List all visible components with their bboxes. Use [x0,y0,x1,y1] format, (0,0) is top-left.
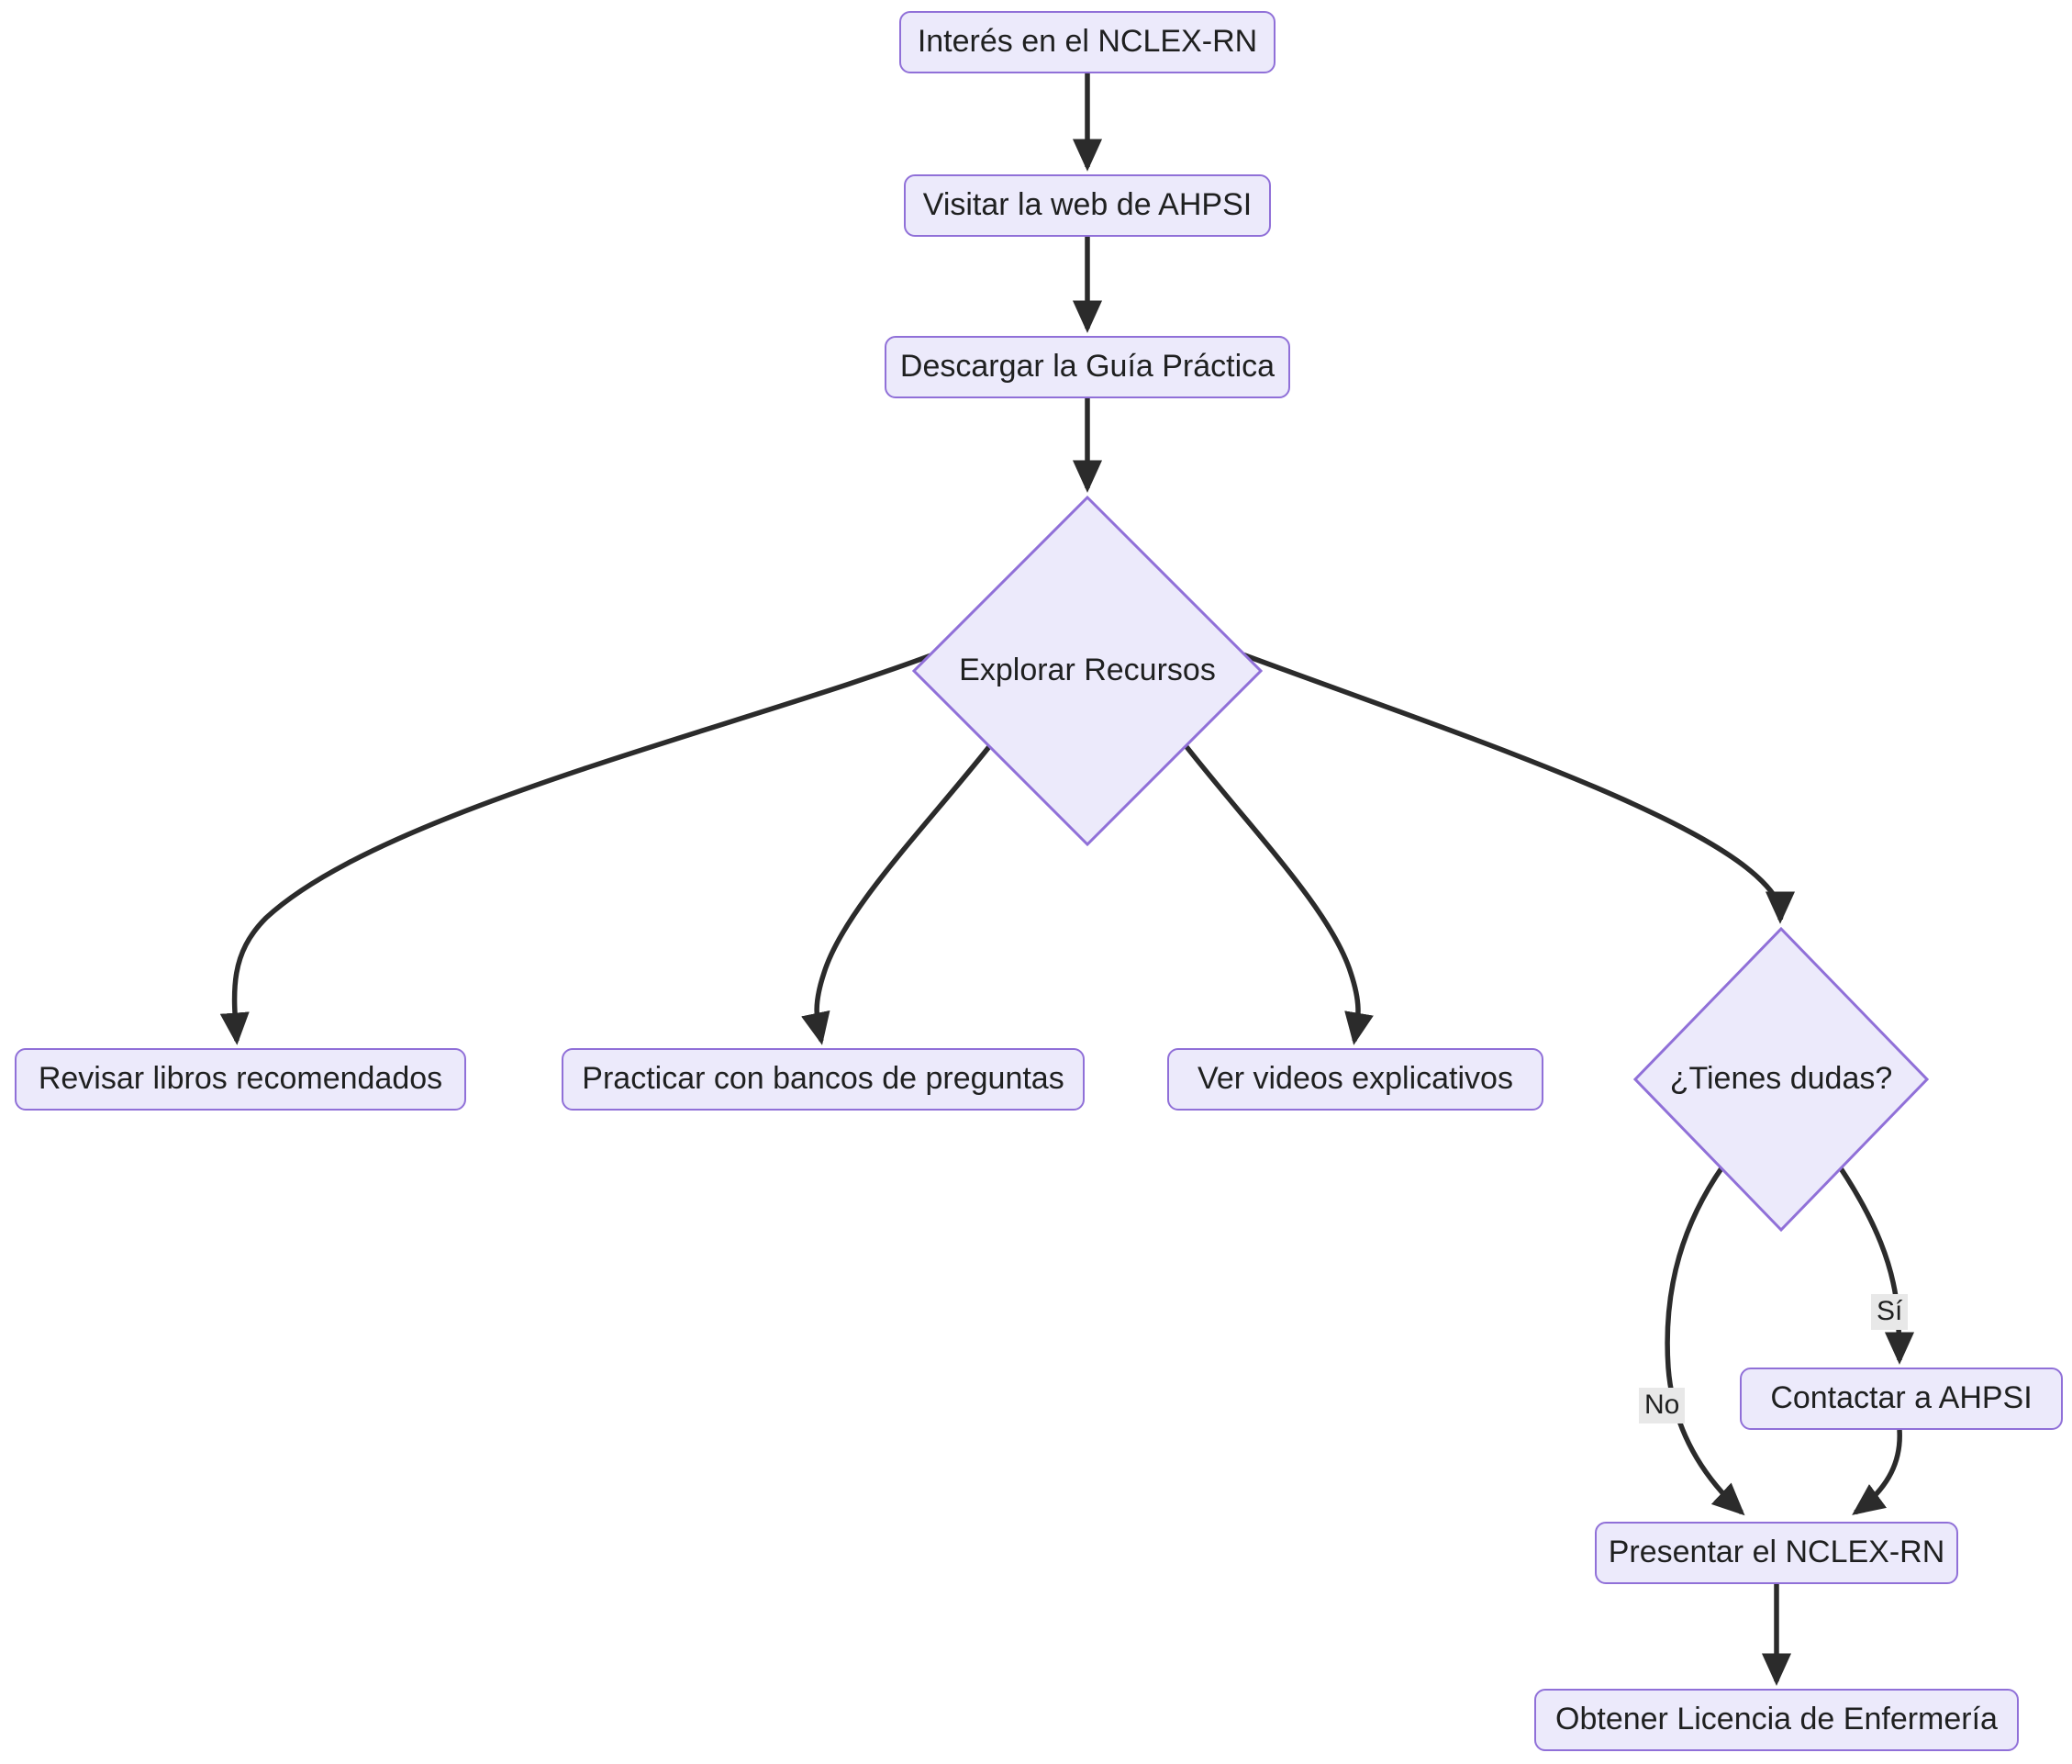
edge-label-no: No [1639,1388,1686,1423]
node-label: Contactar a AHPSI [1770,1380,2033,1416]
node-label: Descargar la Guía Práctica [899,349,1276,385]
node-label: Obtener Licencia de Enfermería [1555,1702,1998,1737]
node-label: Explorar Recursos [959,653,1216,688]
node-tienes-dudas[interactable]: ¿Tienes dudas? [1633,927,1929,1232]
edge-explorar-libros [219,645,952,1045]
node-obtener-licencia-enfermeria[interactable]: Obtener Licencia de Enfermería [1534,1689,2019,1751]
edge-explorar-dudas [1224,645,1796,924]
node-explorar-recursos[interactable]: Explorar Recursos [912,496,1263,846]
node-descargar-guia-practica[interactable]: Descargar la Guía Práctica [885,336,1290,398]
node-visitar-web-ahpsi[interactable]: Visitar la web de AHPSI [904,174,1271,237]
node-interes-nclex[interactable]: Interés en el NCLEX-RN [899,11,1276,73]
node-label: Presentar el NCLEX-RN [1608,1535,1945,1570]
node-ver-videos-explicativos[interactable]: Ver videos explicativos [1167,1048,1543,1111]
node-label: Revisar libros recomendados [38,1061,443,1097]
node-contactar-ahpsi[interactable]: Contactar a AHPSI [1740,1368,2063,1430]
node-label: Visitar la web de AHPSI [922,187,1253,223]
edge-label-text: No [1644,1390,1680,1420]
node-label: Ver videos explicativos [1198,1061,1513,1097]
node-presentar-nclex[interactable]: Presentar el NCLEX-RN [1595,1522,1958,1584]
edge-contactar-presentar [1852,1429,1902,1515]
node-practicar-bancos-preguntas[interactable]: Practicar con bancos de preguntas [562,1048,1085,1111]
diamond-shape [912,496,1263,846]
node-label: ¿Tienes dudas? [1669,1061,1893,1097]
edge-label-text: Sí [1877,1296,1903,1326]
edge-label-si: Sí [1871,1294,1909,1330]
diamond-shape [1633,927,1929,1232]
node-label: Practicar con bancos de preguntas [582,1061,1064,1097]
node-revisar-libros[interactable]: Revisar libros recomendados [15,1048,466,1111]
node-label: Interés en el NCLEX-RN [917,24,1258,60]
